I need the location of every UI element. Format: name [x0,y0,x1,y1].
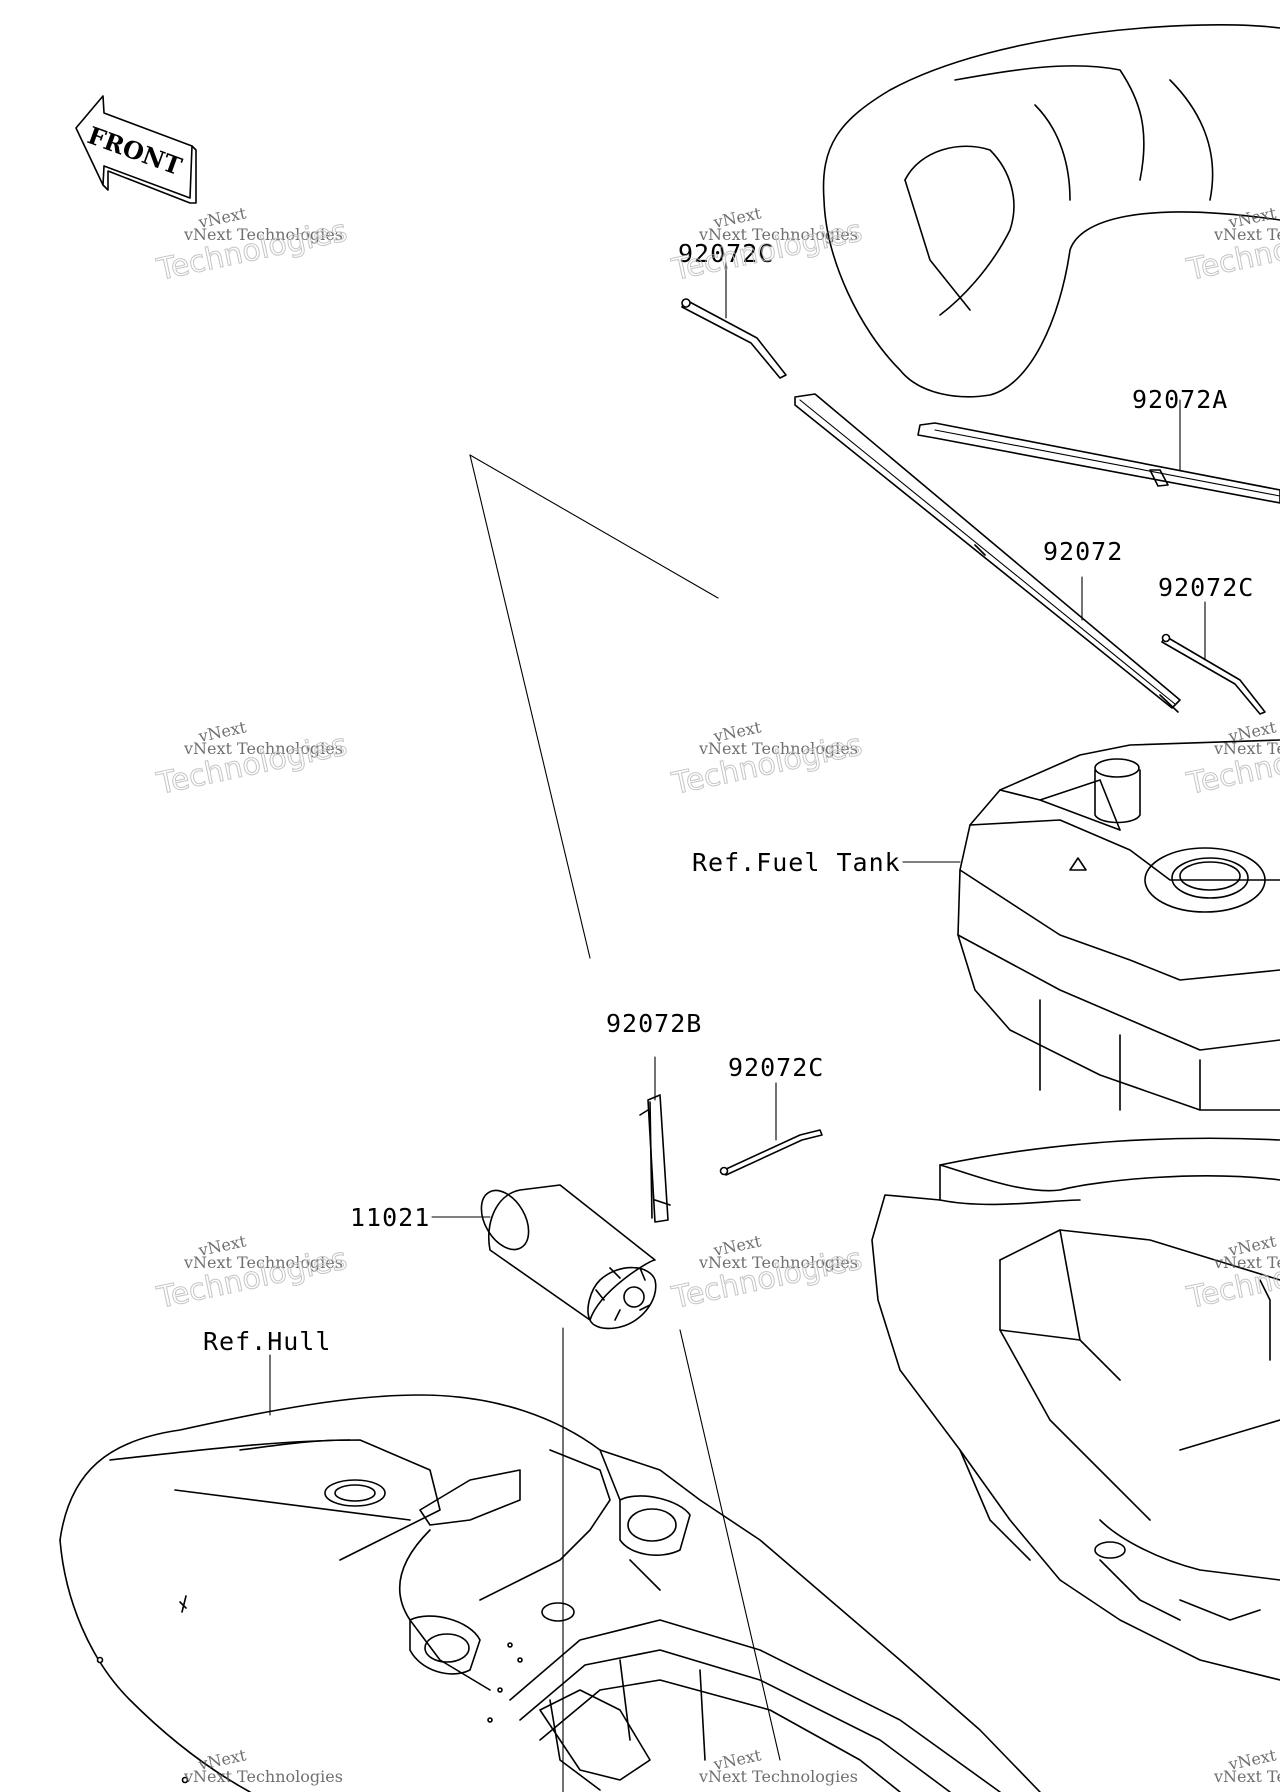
svg-text:vNext Technologies: vNext Technologies [183,1767,343,1786]
strap-92072A [917,422,1280,504]
callout-ref-fuel-tank: Ref.Fuel Tank [692,848,901,877]
strap-92072C-mid [1161,633,1266,715]
watermark: vNext vNext Technologies [183,1745,343,1786]
callout-92072B: 92072B [606,1009,702,1038]
watermark: vNext vNext Technologies [698,1745,858,1786]
watermark: vNext vNext Technologies Technologies [1183,1231,1280,1316]
callout-92072C-low: 92072C [728,1053,824,1082]
callout-ref-hull: Ref.Hull [203,1327,331,1356]
strap-92072B [639,1094,671,1223]
strap-92072C-top [681,298,787,379]
callout-leaders [269,261,1206,1416]
callout-labels: 92072C 92072A 92072 92072C Ref.Fuel Tank… [203,239,1254,1356]
svg-text:vNext Technologies: vNext Technologies [1213,1253,1280,1272]
callout-92072A: 92072A [1132,385,1228,414]
callout-92072C-top: 92072C [678,239,774,268]
deck-drawing [871,1137,1280,1681]
watermark: vNext vNext Technologies Technologies [668,1231,866,1316]
callout-92072C-mid: 92072C [1158,573,1254,602]
watermark: vNext vNext Technologies Technologies [153,717,351,802]
strap-92072C-low [719,1129,823,1176]
svg-text:vNext Technologies: vNext Technologies [698,225,858,244]
svg-text:vNext Technologies: vNext Technologies [183,1253,343,1272]
svg-text:vNext Technologies: vNext Technologies [698,739,858,758]
watermark: vNext vNext Technologies Technologies [1183,203,1280,288]
strap-92072 [794,393,1181,713]
watermark: vNext vNext Technologies Technologies [1183,717,1280,802]
svg-text:vNext Technologies: vNext Technologies [183,225,343,244]
watermark: vNext vNext Technologies Technologies [153,203,351,288]
hull-drawing [59,1394,1041,1792]
watermarks: vNext vNext Technologies Technologies vN… [153,203,1280,1786]
callout-11021: 11021 [350,1203,430,1232]
fuel-tank-drawing [957,739,1280,1111]
svg-text:vNext Technologies: vNext Technologies [1213,739,1280,758]
seat-drawing [822,24,1280,398]
watermark: vNext vNext Technologies Technologies [153,1231,351,1316]
watermark: vNext vNext Technologies Technologies [668,717,866,802]
svg-text:vNext Technologies: vNext Technologies [698,1767,858,1786]
svg-text:vNext Technologies: vNext Technologies [698,1253,858,1272]
watermark: vNext vNext Technologies [1213,1745,1280,1786]
part-11021-drawing [480,1184,657,1330]
callout-92072: 92072 [1043,537,1123,566]
guide-lines [469,454,781,1792]
svg-text:vNext Technologies: vNext Technologies [1213,225,1280,244]
front-arrow-icon: FRONT [75,95,197,204]
svg-text:vNext Technologies: vNext Technologies [183,739,343,758]
svg-text:vNext Technologies: vNext Technologies [1213,1767,1280,1786]
